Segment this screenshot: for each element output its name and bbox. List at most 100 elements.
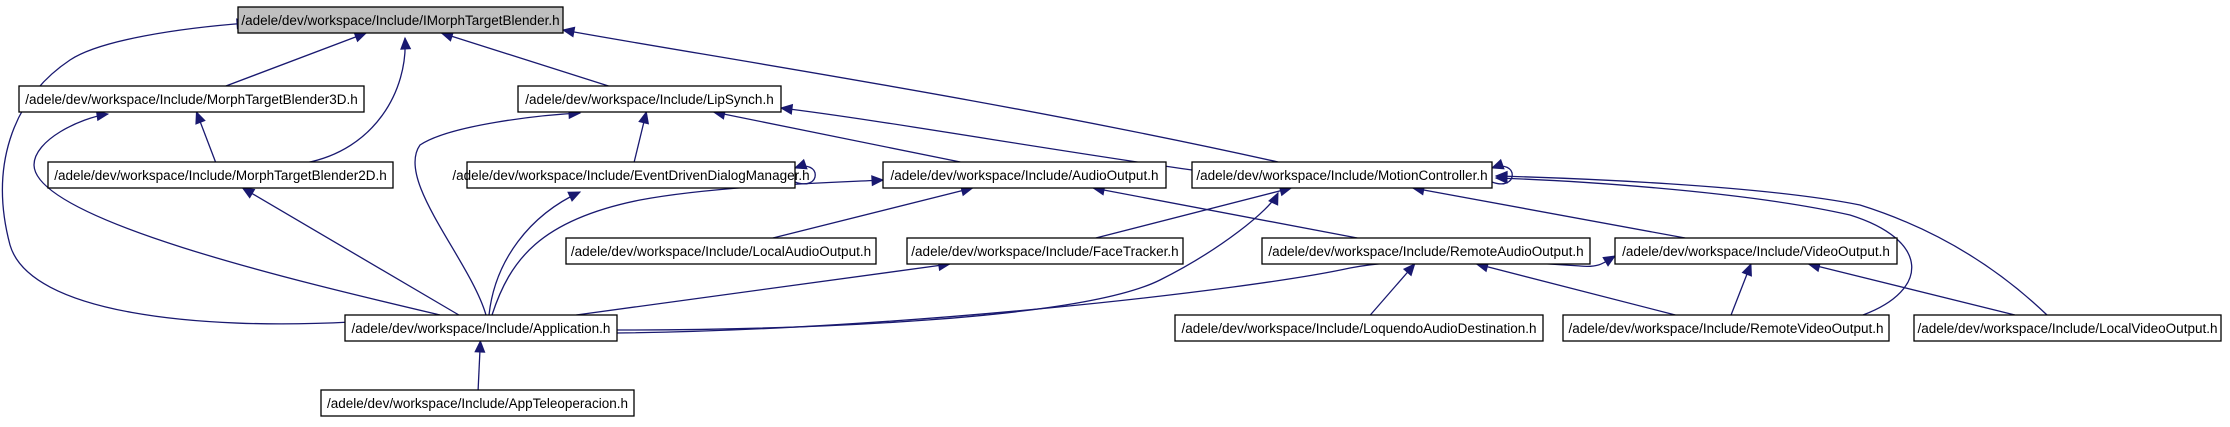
edge-localaudio-to-audioout	[772, 185, 974, 239]
edge-mtb2d-to-imorph	[304, 36, 412, 164]
node-box	[344, 314, 618, 342]
node-mtb3d[interactable]: /adele/dev/workspace/Include/MorphTarget…	[18, 85, 365, 113]
edge-line	[304, 37, 406, 164]
node-mtb2d[interactable]: /adele/dev/workspace/Include/MorphTarget…	[47, 161, 394, 189]
node-application[interactable]: /adele/dev/workspace/Include/Application…	[344, 314, 618, 342]
arrow-head	[779, 103, 794, 115]
arrow-head	[1490, 158, 1505, 170]
node-box	[1261, 237, 1591, 265]
node-label: /adele/dev/workspace/Include/MotionContr…	[1196, 168, 1487, 183]
node-box	[237, 6, 564, 34]
node-label: /adele/dev/workspace/Include/VideoOutput…	[1622, 244, 1890, 259]
node-box	[1913, 314, 2222, 342]
node-box	[320, 389, 635, 417]
edge-line	[713, 111, 961, 163]
edge-line	[780, 107, 1193, 171]
node-box	[18, 85, 365, 113]
node-box	[1614, 237, 1898, 265]
node-box	[466, 161, 796, 189]
arrow-head	[1268, 191, 1279, 206]
node-box	[906, 237, 1184, 265]
node-label: /adele/dev/workspace/Include/MorphTarget…	[54, 168, 386, 183]
edge-eddm-to-lipsynch	[633, 110, 650, 163]
arrow-head	[241, 187, 256, 199]
nodes-layer: /adele/dev/workspace/Include/IMorphTarge…	[18, 6, 2222, 417]
edge-line	[414, 112, 581, 316]
edge-mtb3d-to-imorph	[225, 31, 368, 87]
arrow-head	[1741, 262, 1752, 277]
node-box	[1191, 161, 1493, 189]
arrow-head	[1602, 255, 1617, 267]
edge-line	[441, 32, 609, 87]
arrow-head	[793, 158, 808, 170]
edge-line	[491, 179, 884, 316]
node-label: /adele/dev/workspace/Include/Application…	[352, 321, 611, 336]
edge-application-to-audioout	[491, 175, 885, 316]
arrow-head	[474, 339, 486, 353]
node-eddm[interactable]: /adele/dev/workspace/Include/EventDriven…	[452, 161, 810, 189]
edge-motion-to-imorph	[561, 26, 1279, 163]
arrow-head	[353, 31, 368, 43]
node-facetracker[interactable]: /adele/dev/workspace/Include/FaceTracker…	[906, 237, 1184, 265]
edge-line	[562, 29, 1279, 163]
node-box	[1562, 314, 1890, 342]
edge-line	[1476, 263, 1676, 316]
node-remotevideo[interactable]: /adele/dev/workspace/Include/RemoteVideo…	[1562, 314, 1890, 342]
edges-layer	[1, 18, 2048, 391]
edge-line	[1808, 263, 2016, 316]
node-label: /adele/dev/workspace/Include/LocalVideoO…	[1918, 321, 2218, 336]
node-label: /adele/dev/workspace/Include/LoquendoAud…	[1181, 321, 1536, 336]
node-localvideo[interactable]: /adele/dev/workspace/Include/LocalVideoO…	[1913, 314, 2222, 342]
node-lipsynch[interactable]: /adele/dev/workspace/Include/LipSynch.h	[517, 85, 782, 113]
arrow-head	[567, 191, 582, 202]
node-imorph[interactable]: /adele/dev/workspace/Include/IMorphTarge…	[237, 6, 564, 34]
node-box	[517, 85, 782, 113]
edge-remoteaudio-to-audioout	[1091, 184, 1358, 239]
edge-line	[1495, 175, 2048, 316]
arrow-head	[1402, 263, 1416, 277]
edge-line	[33, 113, 441, 316]
node-box	[1174, 314, 1544, 342]
edge-application-to-mtb3d	[33, 110, 441, 316]
arrow-head	[195, 110, 206, 125]
node-box	[565, 237, 877, 265]
node-loquendo[interactable]: /adele/dev/workspace/Include/LoquendoAud…	[1174, 314, 1544, 342]
edge-remotevideo-to-videoout	[1730, 262, 1752, 316]
node-label: /adele/dev/workspace/Include/LocalAudioO…	[571, 244, 871, 259]
edge-apptele-to-application	[474, 339, 486, 391]
edge-application-to-facetracker	[576, 260, 952, 316]
edge-application-to-lipsynch	[414, 108, 582, 316]
edge-line	[225, 32, 367, 87]
node-label: /adele/dev/workspace/Include/AudioOutput…	[891, 168, 1159, 183]
edge-line	[1412, 187, 1686, 239]
edge-loquendo-to-remoteaudio	[1369, 263, 1416, 316]
node-apptele[interactable]: /adele/dev/workspace/Include/AppTeleoper…	[320, 389, 635, 417]
node-label: /adele/dev/workspace/Include/FaceTracker…	[911, 244, 1178, 259]
node-label: /adele/dev/workspace/Include/RemoteVideo…	[1569, 321, 1884, 336]
node-audioout[interactable]: /adele/dev/workspace/Include/AudioOutput…	[882, 161, 1167, 189]
edge-line	[242, 187, 460, 316]
arrow-head	[561, 26, 576, 38]
edge-motion-to-lipsynch	[779, 103, 1193, 171]
edge-lipsynch-to-imorph	[440, 31, 609, 87]
node-videoout[interactable]: /adele/dev/workspace/Include/VideoOutput…	[1614, 237, 1898, 265]
node-label: /adele/dev/workspace/Include/MorphTarget…	[25, 92, 357, 107]
edge-mtb2d-to-mtb3d	[195, 110, 217, 163]
node-remoteaudio[interactable]: /adele/dev/workspace/Include/RemoteAudio…	[1261, 237, 1591, 265]
edge-localvideo-to-motion	[1494, 170, 2048, 316]
edge-audioout-to-lipsynch	[712, 108, 961, 163]
node-localaudio[interactable]: /adele/dev/workspace/Include/LocalAudioO…	[565, 237, 877, 265]
edge-remotevideo-to-remoteaudio	[1475, 261, 1676, 316]
edge-application-to-mtb2d	[241, 187, 460, 316]
node-box	[882, 161, 1167, 189]
edge-line	[1093, 187, 1358, 239]
node-box	[47, 161, 394, 189]
edge-application-to-eddm	[488, 191, 582, 316]
node-motion[interactable]: /adele/dev/workspace/Include/MotionContr…	[1191, 161, 1493, 189]
edge-line	[1095, 187, 1292, 239]
node-label: /adele/dev/workspace/Include/AppTeleoper…	[327, 396, 628, 411]
edge-line	[772, 187, 973, 239]
node-label: /adele/dev/workspace/Include/EventDriven…	[452, 168, 809, 183]
edge-videoout-to-motion	[1411, 184, 1686, 239]
